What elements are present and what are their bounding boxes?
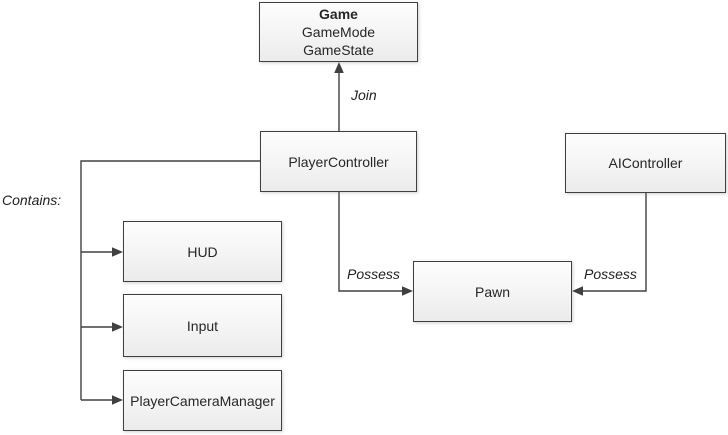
arrowhead-right-icon — [112, 322, 123, 332]
arrowhead-right-icon — [112, 395, 123, 405]
edge-label-possess-player: Possess — [347, 266, 400, 282]
node-game-title: Game — [319, 6, 358, 22]
edge-label-possess-ai: Possess — [584, 266, 637, 282]
edge-label-contains: Contains: — [2, 192, 62, 208]
node-game-sub2: GameState — [303, 42, 374, 58]
node-input: Input — [123, 294, 282, 357]
arrowhead-left-icon — [572, 286, 583, 296]
arrowhead-right-icon — [112, 247, 123, 257]
possess-ai-connector — [572, 193, 647, 296]
node-game: Game GameMode GameState — [259, 2, 418, 62]
arrowhead-up-icon — [334, 62, 344, 73]
node-player-controller: PlayerController — [260, 131, 417, 192]
node-hud: HUD — [123, 221, 282, 282]
join-connector — [334, 62, 344, 131]
node-player-controller-label: PlayerController — [288, 153, 389, 170]
node-pawn: Pawn — [413, 261, 572, 322]
node-ai-controller: AIController — [565, 133, 726, 193]
possess-player-connector — [338, 192, 413, 296]
edge-label-join: Join — [351, 87, 377, 103]
node-hud-label: HUD — [187, 243, 218, 260]
node-player-camera-manager: PlayerCameraManager — [123, 370, 282, 431]
node-game-sub1: GameMode — [301, 24, 376, 40]
node-player-camera-manager-label: PlayerCameraManager — [130, 392, 275, 409]
contains-connector — [80, 160, 260, 405]
arrowhead-right-icon — [402, 286, 413, 296]
node-ai-controller-label: AIController — [608, 155, 683, 171]
node-pawn-label: Pawn — [474, 283, 511, 300]
node-input-label: Input — [186, 317, 219, 334]
